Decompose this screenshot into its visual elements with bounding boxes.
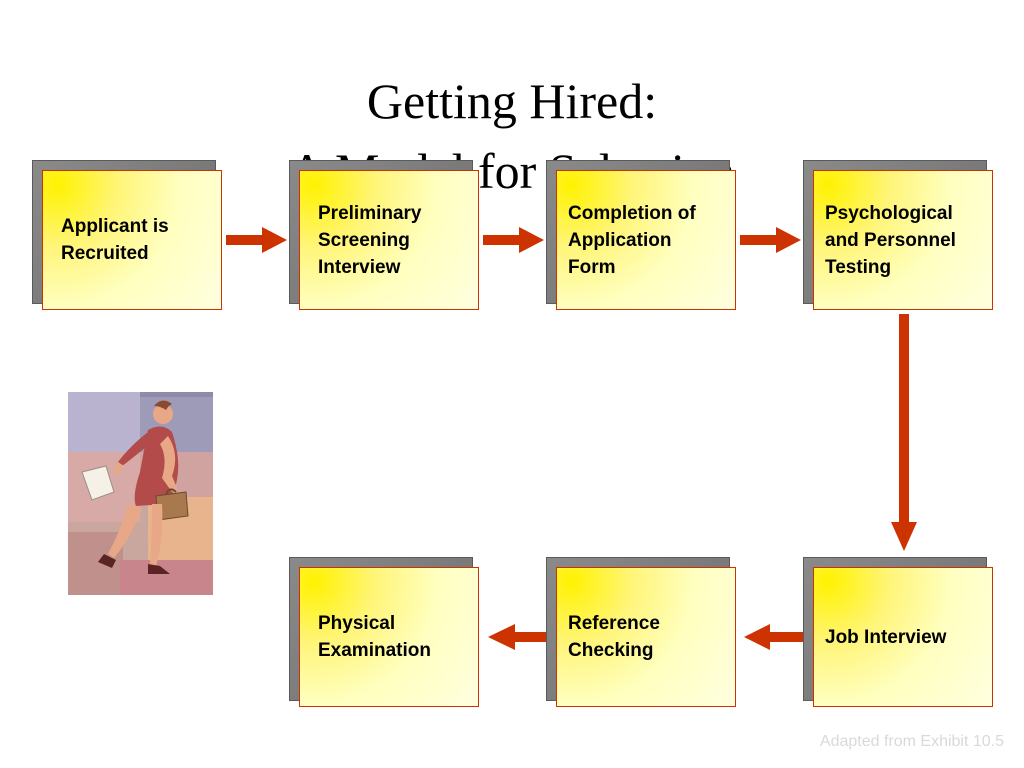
flow-step-label: Preliminary Screening Interview	[318, 202, 422, 278]
flow-step-box: Completion of Application Form	[556, 170, 736, 310]
arrow-2-to-3	[483, 227, 544, 253]
flow-step-physical-examination: Physical Examination	[289, 557, 481, 709]
flow-step-box: Reference Checking	[556, 567, 736, 707]
woman-with-briefcase-icon	[68, 392, 213, 595]
flow-step-reference-checking: Reference Checking	[546, 557, 738, 709]
flow-step-job-interview: Job Interview	[803, 557, 995, 709]
flow-step-box: Physical Examination	[299, 567, 479, 707]
flow-step-box: Applicant is Recruited	[42, 170, 222, 310]
slide-title-line-1: Getting Hired:	[366, 73, 658, 129]
flow-step-label: Reference Checking	[568, 613, 660, 661]
flow-step-applicant-recruited: Applicant is Recruited	[32, 160, 224, 312]
flow-step-application-form: Completion of Application Form	[546, 160, 738, 312]
source-footnote: Adapted from Exhibit 10.5	[819, 733, 1004, 750]
flow-step-label: Job Interview	[825, 626, 947, 648]
flow-step-label: Psychological and Personnel Testing	[825, 202, 956, 278]
arrow-6-to-7	[488, 624, 551, 650]
flow-step-label: Completion of Application Form	[568, 202, 696, 278]
arrow-4-to-5	[891, 314, 917, 551]
flow-step-label: Applicant is Recruited	[61, 216, 169, 264]
flow-step-box: Preliminary Screening Interview	[299, 170, 479, 310]
flow-step-box: Psychological and Personnel Testing	[813, 170, 993, 310]
flow-step-label: Physical Examination	[318, 613, 431, 661]
arrow-3-to-4	[740, 227, 801, 253]
arrow-5-to-6	[744, 624, 806, 650]
flow-step-box: Job Interview	[813, 567, 993, 707]
arrow-1-to-2	[226, 227, 287, 253]
flow-step-preliminary-screening: Preliminary Screening Interview	[289, 160, 481, 312]
flow-step-psychological-testing: Psychological and Personnel Testing	[803, 160, 995, 312]
